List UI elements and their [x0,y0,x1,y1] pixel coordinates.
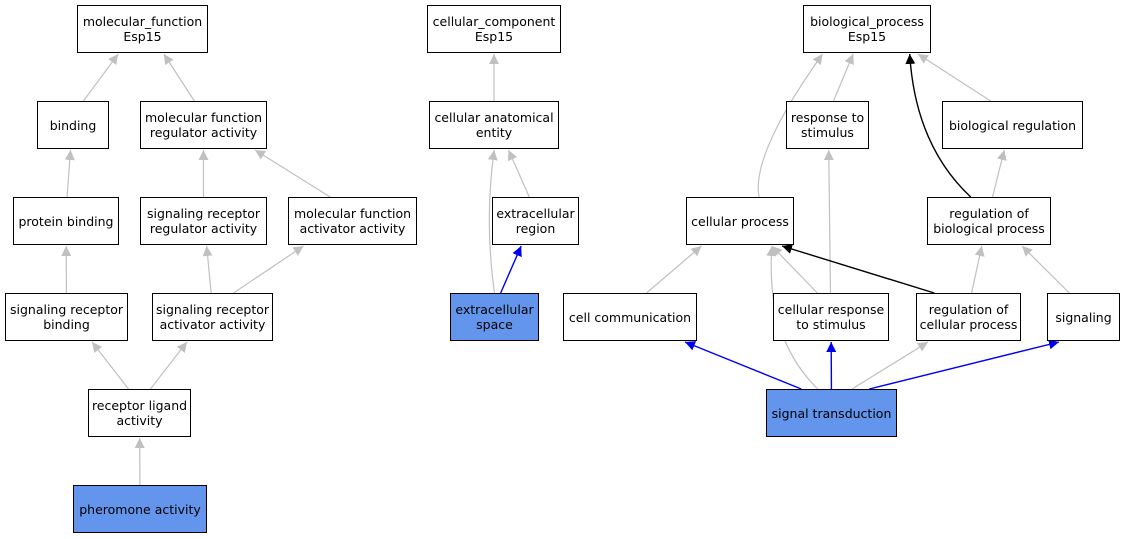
node-biological-process-root[interactable]: biological_process Esp15 [803,5,931,53]
node-binding[interactable]: binding [37,101,109,149]
node-signaling-receptor-activator-activity[interactable]: signaling receptor activator activity [152,293,273,341]
edge-inferred-sig_rec_act-to-mf_act [233,245,304,294]
node-cellular-response-to-stimulus[interactable]: cellular response to stimulus [773,293,889,341]
edge-inferred-binding-to-mf_root [82,53,119,102]
edge-inferred-protein_binding-to-binding [64,149,75,198]
edge-inferred-cell_proc-to-bp_root [757,53,824,198]
edge-inferred-cell_comm-to-cell_proc [646,245,702,294]
edge-inferred-mf_act-to-mf_reg [254,149,331,198]
edge-inferred-ext_region-to-cae [507,149,530,198]
edge-inferred-sig_rec_act-to-sig_rec_reg [202,245,213,294]
node-cellular-process[interactable]: cellular process [686,197,794,245]
node-pheromone-activity[interactable]: pheromone activity [73,485,207,533]
node-signaling[interactable]: signaling [1047,293,1120,341]
edge-inferred-rec_ligand-to-sig_rec_binding [91,341,130,390]
node-molecular-function-root[interactable]: molecular_function Esp15 [77,5,208,53]
edge-inferred-rec_ligand-to-sig_rec_act [149,341,188,390]
edge-regulates-reg_bio_proc-to-bp_root [905,53,972,198]
node-extracellular-region[interactable]: extracellular region [492,197,579,245]
edge-inferred-bio_reg-to-bp_root [917,53,992,102]
node-molecular-function-regulator-activity[interactable]: molecular function regulator activity [140,101,267,149]
edge-inferred-sig_trans-to-reg_cell_proc [851,341,929,390]
edge-inferred-resp_stim-to-bp_root [832,53,854,102]
edge-direct-ext_space-to-ext_region [500,245,522,294]
node-signaling-receptor-binding[interactable]: signaling receptor binding [5,293,128,341]
edge-inferred-reg_bio_proc-to-bio_reg [991,149,1007,198]
node-biological-regulation[interactable]: biological regulation [942,101,1083,149]
node-extracellular-space[interactable]: extracellular space [450,293,539,341]
edge-inferred-ext_space-to-cae [487,149,498,294]
node-response-to-stimulus[interactable]: response to stimulus [786,101,869,149]
edge-inferred-mf_reg-to-mf_root [163,53,195,102]
node-regulation-of-cellular-process[interactable]: regulation of cellular process [916,293,1021,341]
edge-direct-sig_trans-to-signaling [869,339,1060,390]
node-cellular-anatomical-entity[interactable]: cellular anatomical entity [429,101,559,149]
edge-inferred-reg_cell_proc-to-reg_bio_proc [970,245,985,294]
edge-inferred-signaling-to-reg_bio_proc [1021,245,1070,294]
edge-direct-sig_trans-to-cell_comm [684,341,802,390]
node-signaling-receptor-regulator-activity[interactable]: signaling receptor regulator activity [140,197,267,245]
node-receptor-ligand-activity[interactable]: receptor ligand activity [88,389,191,437]
node-cellular-component-root[interactable]: cellular_component Esp15 [427,5,561,53]
edge-regulates-reg_cell_proc-to-cell_proc [781,244,935,294]
node-molecular-function-activator-activity[interactable]: molecular function activator activity [288,197,417,245]
edge-inferred-cell_resp-to-cell_proc [771,245,818,294]
node-protein-binding[interactable]: protein binding [13,197,119,245]
node-signal-transduction[interactable]: signal transduction [766,389,897,437]
edge-inferred-cell_resp-to-resp_stim [823,149,834,294]
node-cell-communication[interactable]: cell communication [563,293,697,341]
node-regulation-of-biological-process[interactable]: regulation of biological process [927,197,1051,245]
